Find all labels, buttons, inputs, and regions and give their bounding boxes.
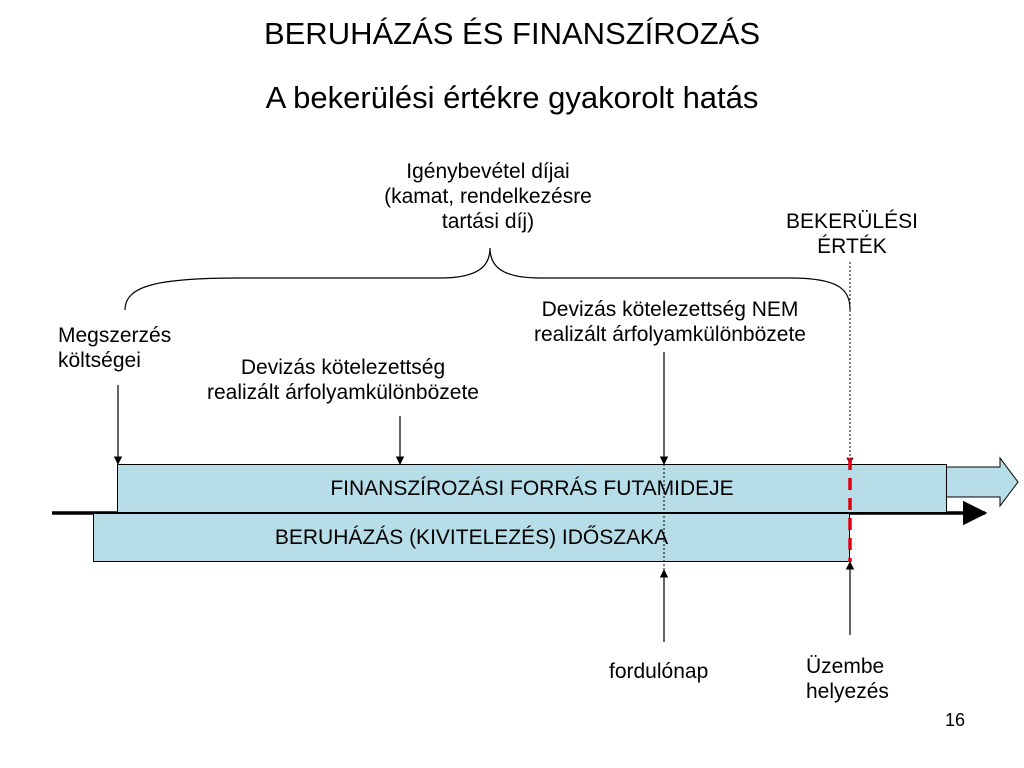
investment-bar: BERUHÁZÁS (KIVITELEZÉS) IDŐSZAKA <box>93 513 850 562</box>
financing-bar: FINANSZÍROZÁSI FORRÁS FUTAMIDEJE <box>117 464 947 513</box>
slide-title: BERUHÁZÁS ÉS FINANSZÍROZÁS <box>263 16 761 51</box>
financing-bar-label: FINANSZÍROZÁSI FORRÁS FUTAMIDEJE <box>330 476 734 500</box>
investment-bar-label: BERUHÁZÁS (KIVITELEZÉS) IDŐSZAKA <box>274 525 669 549</box>
cost-value-label: BEKERÜLÉSI ÉRTÉK <box>786 210 918 258</box>
acquisition-label: Megszerzés költségei <box>58 324 172 372</box>
future-arrow <box>945 456 1019 508</box>
turn-date-label: fordulónap <box>609 660 709 683</box>
fees-brace <box>124 247 851 311</box>
page-number: 16 <box>945 710 966 730</box>
slide-subtitle: A bekerülési értékre gyakorolt hatás <box>265 80 759 115</box>
unrealized-label: Devizás kötelezettség NEM realizált árfo… <box>534 298 806 346</box>
fees-label: Igénybevétel díjai (kamat, rendelkezésre… <box>384 160 592 233</box>
realized-label: Devizás kötelezettség realizált árfolyam… <box>207 356 479 404</box>
commissioning-label: Üzembe helyezés <box>806 655 889 703</box>
